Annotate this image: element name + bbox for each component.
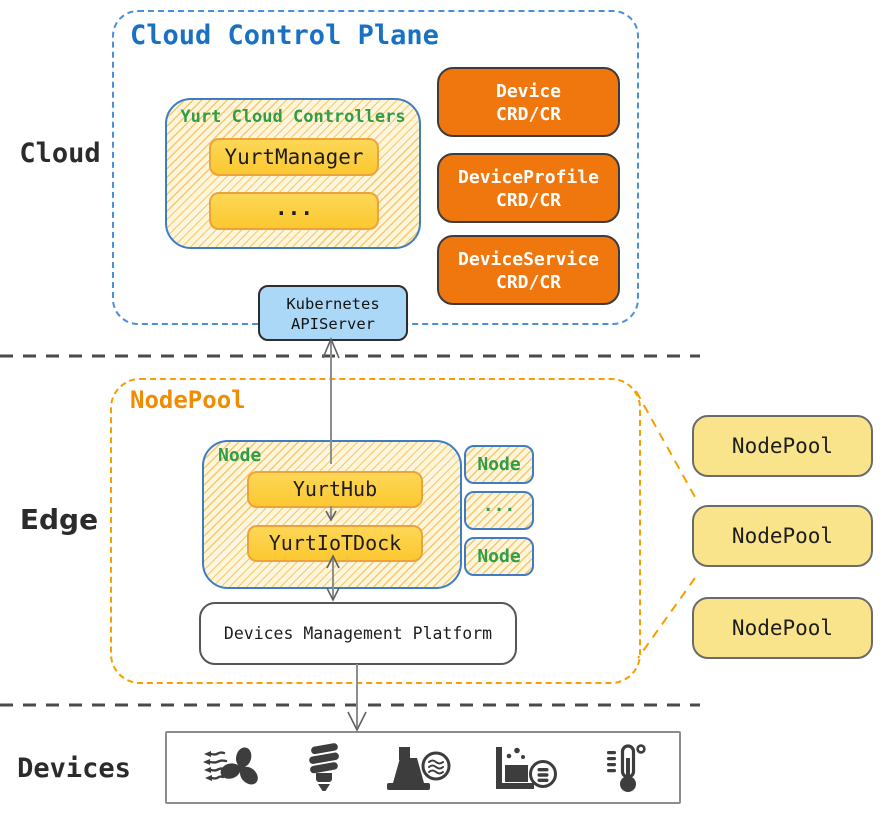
- edge-layer-label: Edge: [19, 503, 99, 536]
- nodepool-box: NodePool Node YurtHub YurtIoTDock Node .…: [110, 378, 641, 684]
- nodepool-item: NodePool: [692, 597, 873, 659]
- cloud-control-plane-title: Cloud Control Plane: [130, 20, 439, 51]
- deviceprofile-crd-line1: DeviceProfile: [458, 167, 599, 188]
- device-crd-box: Device CRD/CR: [437, 67, 620, 137]
- nodepool-item: NodePool: [692, 415, 873, 477]
- sibling-node-ellipsis-box: ...: [464, 491, 534, 530]
- devices-box: [165, 731, 681, 804]
- nodepool-expansion-line-top: [635, 390, 696, 498]
- yurt-cloud-controllers-box: Yurt Cloud Controllers YurtManager ...: [165, 98, 421, 249]
- cloud-layer-label: Cloud: [19, 138, 101, 169]
- sibling-node-box: Node: [464, 445, 534, 484]
- washing-tank-icon: [492, 743, 560, 793]
- nodepool-expansion-line-bottom: [637, 577, 696, 659]
- cloud-control-plane-box: Cloud Control Plane Yurt Cloud Controlle…: [112, 10, 639, 341]
- devices-management-platform-box: Devices Management Platform: [199, 602, 517, 665]
- deviceservice-crd-box: DeviceService CRD/CR: [437, 235, 620, 305]
- sibling-node-box: Node: [464, 537, 534, 576]
- nodepool-title: NodePool: [130, 386, 246, 414]
- yurthub-box: YurtHub: [247, 471, 423, 508]
- kubernetes-apiserver-box: Kubernetes APIServer: [258, 285, 408, 341]
- deviceservice-crd-line2: CRD/CR: [495, 272, 562, 293]
- node-title: Node: [218, 445, 262, 466]
- node-box: Node YurtHub YurtIoTDock: [202, 440, 462, 589]
- yurt-cloud-controllers-title: Yurt Cloud Controllers: [180, 107, 406, 127]
- deviceprofile-crd-box: DeviceProfile CRD/CR: [437, 153, 620, 223]
- fan-icon: [199, 744, 265, 792]
- yurtiotdock-box: YurtIoTDock: [247, 525, 423, 562]
- apiserver-line1: Kubernetes: [286, 295, 380, 313]
- nodepool-item: NodePool: [692, 505, 873, 567]
- deviceservice-crd-line1: DeviceService: [458, 249, 599, 270]
- devices-layer-label: Devices: [17, 753, 131, 784]
- deviceprofile-crd-line2: CRD/CR: [495, 190, 562, 211]
- yurtmanager-box: YurtManager: [209, 138, 379, 176]
- apiserver-line2: APIServer: [291, 315, 375, 333]
- cfl-bulb-icon: [304, 742, 344, 794]
- device-crd-line1: Device: [495, 81, 562, 102]
- controllers-ellipsis-box: ...: [209, 192, 379, 230]
- water-pump-icon: [384, 743, 452, 793]
- device-crd-line2: CRD/CR: [495, 104, 562, 125]
- thermometer-icon: [599, 742, 647, 794]
